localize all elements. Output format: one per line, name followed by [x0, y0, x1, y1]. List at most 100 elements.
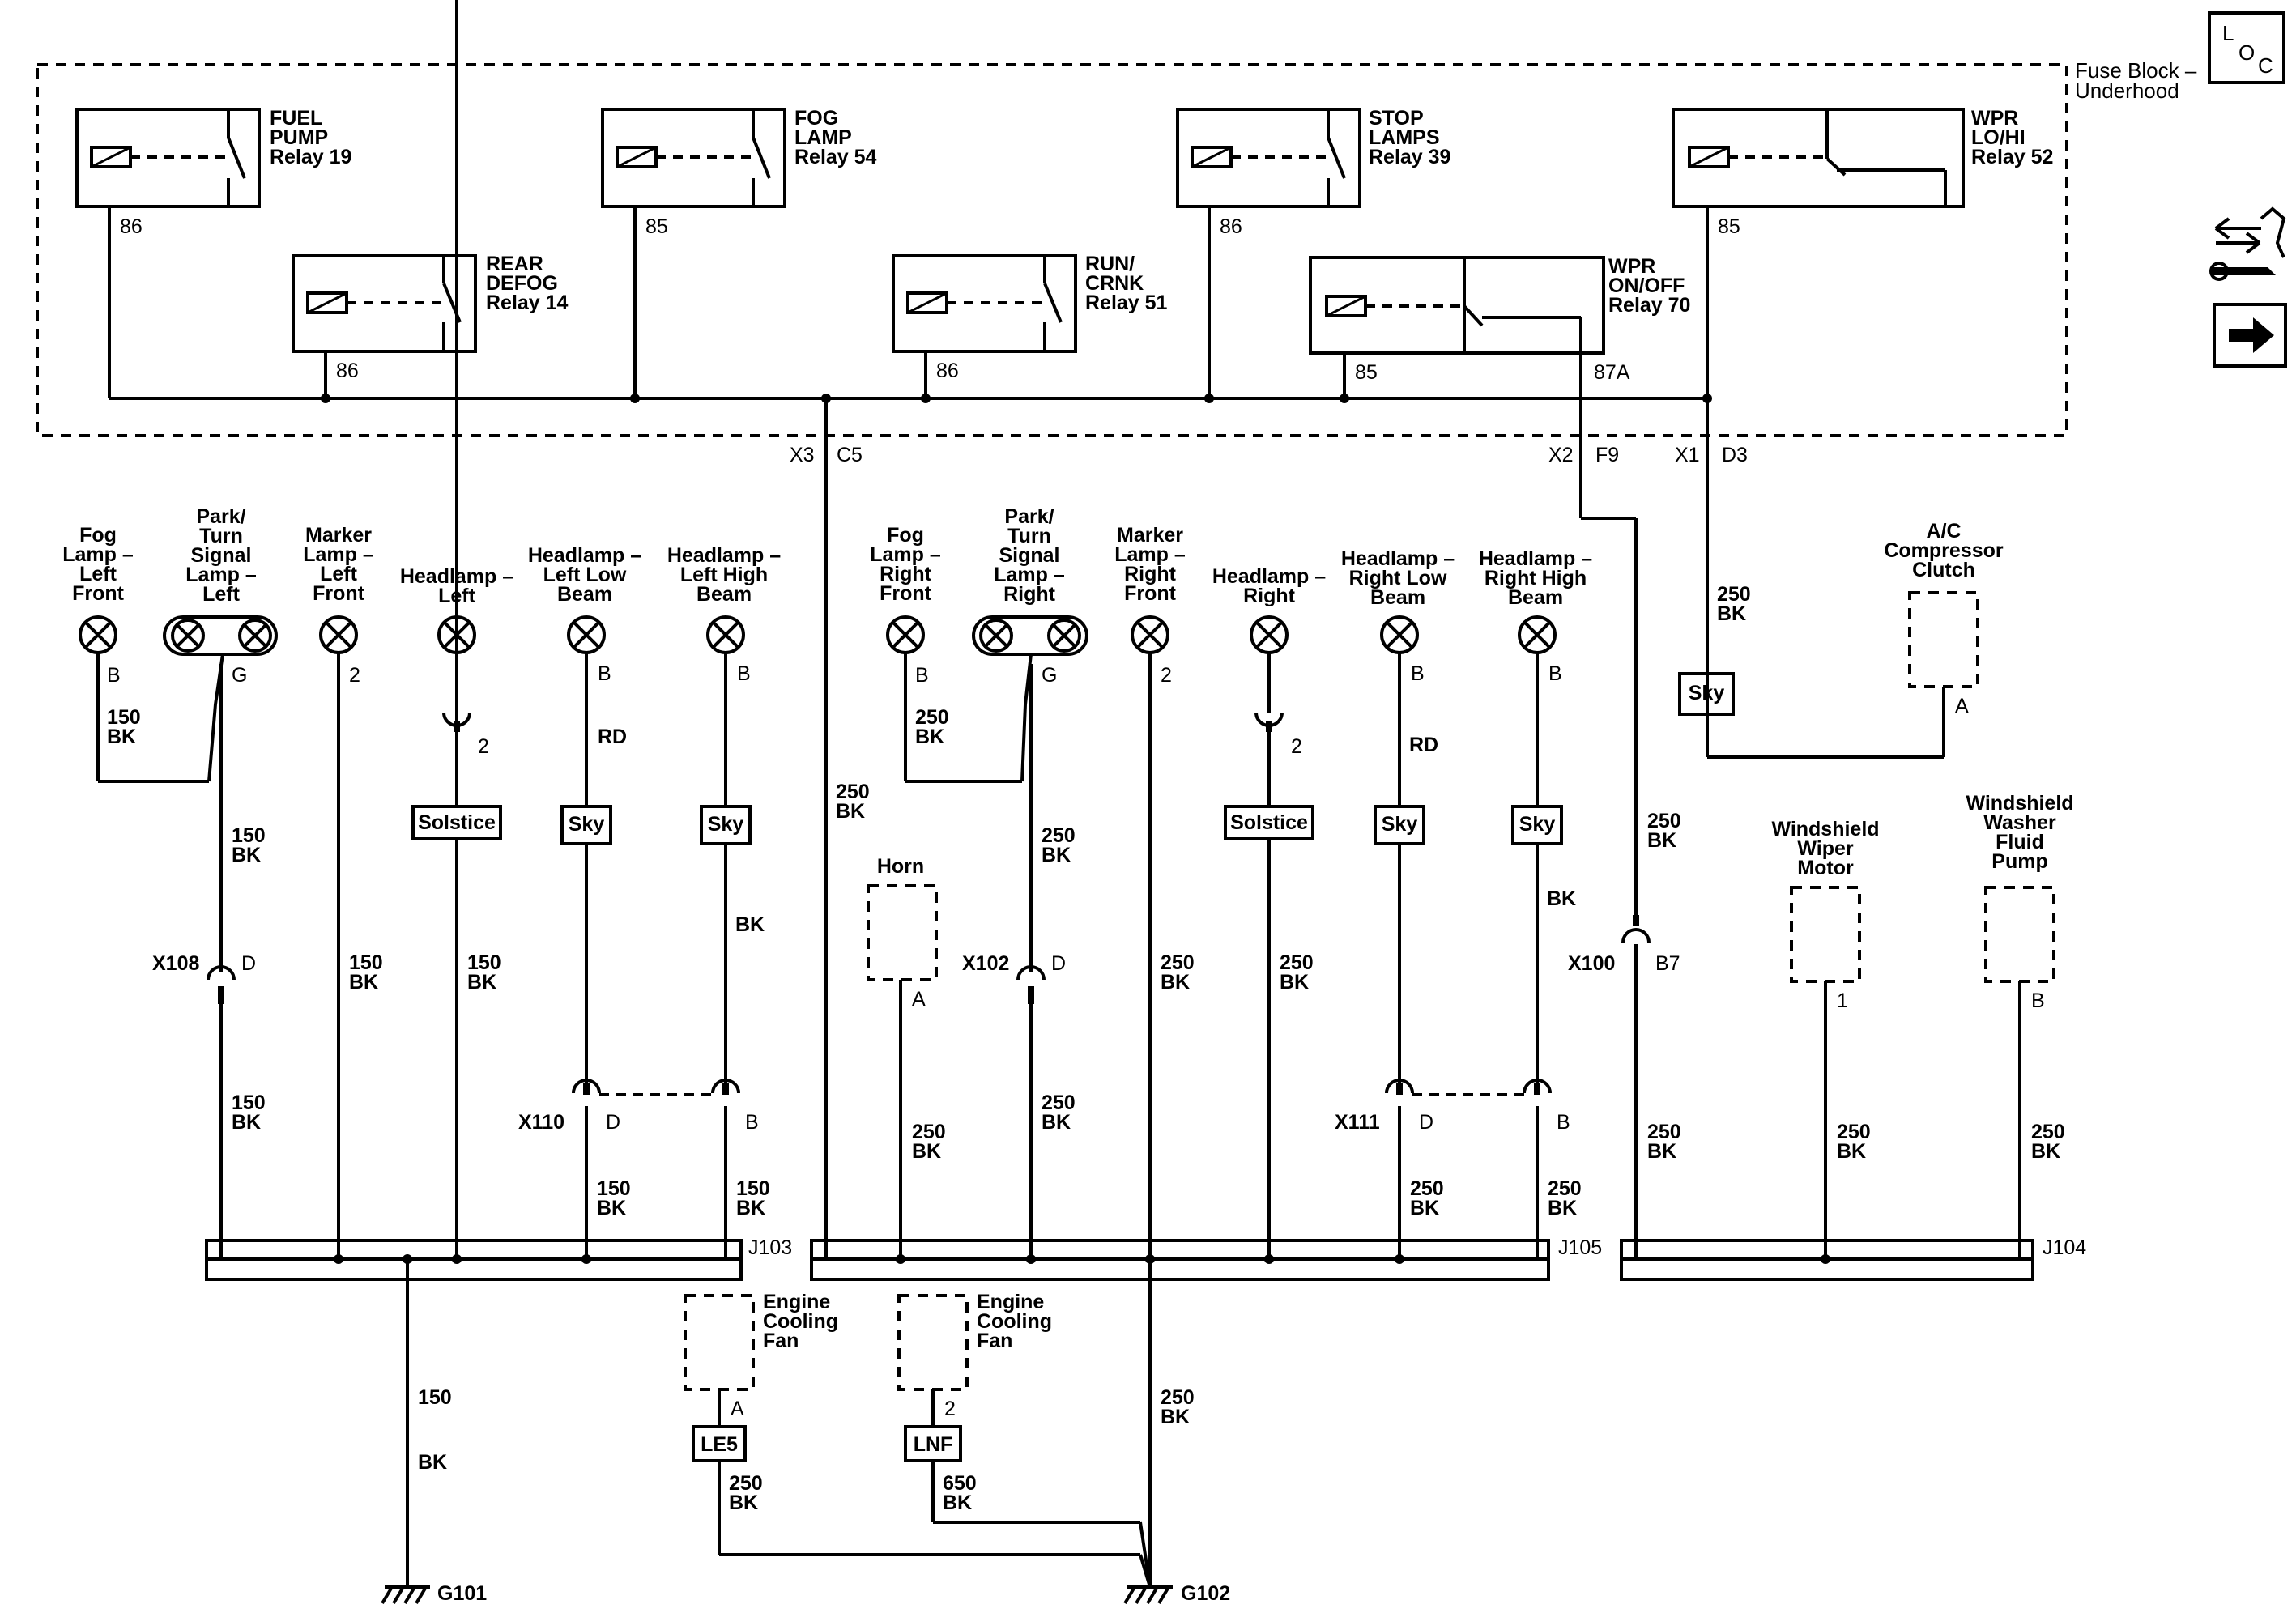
- svg-text:Windshield: Windshield: [1771, 818, 1879, 840]
- svg-text:BK: BK: [418, 1451, 447, 1474]
- svg-text:Motor: Motor: [1797, 857, 1854, 879]
- svg-text:Engine: Engine: [977, 1291, 1044, 1313]
- relay-label: Relay 70: [1608, 294, 1690, 317]
- relay-run-crnk: RUN/ CRNK Relay 51 86: [892, 253, 1168, 398]
- svg-text:J105: J105: [1558, 1236, 1602, 1259]
- svg-text:BK: BK: [1717, 602, 1746, 625]
- component-engine-cooling-fan-le5: Engine Cooling Fan A LE5 250 BK: [684, 1291, 1152, 1588]
- svg-text:150: 150: [597, 1177, 631, 1200]
- svg-text:G: G: [232, 664, 247, 687]
- svg-text:Front: Front: [313, 582, 365, 605]
- component-windshield-wiper-motor: Windshield Wiper Motor 1 250 BK: [1771, 818, 1880, 1259]
- svg-text:BK: BK: [1547, 887, 1576, 910]
- svg-text:G: G: [1042, 664, 1057, 687]
- svg-text:Sky: Sky: [1519, 813, 1556, 836]
- splice-dot: [630, 394, 640, 403]
- svg-text:Compressor: Compressor: [1884, 539, 2004, 562]
- connector-label: F9: [1595, 444, 1619, 466]
- relay-pin: 86: [120, 215, 143, 238]
- svg-text:Engine: Engine: [763, 1291, 830, 1313]
- svg-text:Fog: Fog: [887, 524, 924, 547]
- relay-label: Relay 14: [486, 291, 569, 314]
- svg-text:Pump: Pump: [1991, 850, 2047, 873]
- svg-text:O: O: [2238, 40, 2255, 65]
- relay-pin: 86: [1220, 215, 1242, 238]
- svg-text:BK: BK: [597, 1197, 626, 1219]
- svg-text:Fog: Fog: [79, 524, 117, 547]
- svg-text:250: 250: [1410, 1177, 1444, 1200]
- fan-icon: [897, 1294, 969, 1391]
- svg-text:BK: BK: [1410, 1197, 1439, 1219]
- component-windshield-washer-pump: Windshield Washer Fluid Pump B 250 BK: [1966, 792, 2074, 1259]
- svg-text:BK: BK: [232, 1111, 261, 1134]
- connector-repair-icon[interactable]: [2209, 206, 2286, 281]
- fuse-block-connectors: X3 C5 X2 F9 X1 D3: [790, 444, 1748, 466]
- svg-text:Sky: Sky: [1689, 682, 1725, 704]
- loc-icon[interactable]: L O C: [2208, 11, 2285, 84]
- relay-stop-lamps: STOP LAMPS Relay 39 86: [1176, 107, 1450, 398]
- relay-label: FOG: [794, 107, 838, 130]
- relay-label: LAMP: [794, 126, 852, 149]
- pump-icon: [1984, 886, 2055, 983]
- svg-text:Solstice: Solstice: [418, 811, 496, 834]
- horn-icon: [867, 884, 938, 981]
- relay-pin: 86: [336, 360, 359, 382]
- svg-text:Beam: Beam: [1370, 586, 1425, 609]
- svg-text:250: 250: [1280, 951, 1314, 974]
- svg-text:Horn: Horn: [877, 855, 924, 878]
- svg-text:Marker: Marker: [305, 524, 372, 547]
- connector-label: X1: [1675, 444, 1700, 466]
- relay-box: [292, 254, 477, 353]
- svg-text:150: 150: [232, 1091, 266, 1114]
- svg-text:250: 250: [1717, 583, 1751, 606]
- splice-dot: [1340, 394, 1349, 403]
- svg-text:Park/: Park/: [1004, 505, 1054, 528]
- svg-text:Headlamp –: Headlamp –: [528, 544, 641, 567]
- svg-text:Washer: Washer: [1983, 811, 2056, 834]
- svg-text:250: 250: [2031, 1121, 2065, 1143]
- svg-text:150: 150: [349, 951, 383, 974]
- component-headlamp-right-low-beam: Headlamp – Right Low Beam B RD Sky: [1341, 547, 1455, 1083]
- svg-text:BK: BK: [1280, 971, 1309, 994]
- svg-text:A: A: [912, 988, 926, 1011]
- svg-text:BK: BK: [729, 1491, 758, 1514]
- component-headlamp-left-high-beam: Headlamp – Left High Beam B Sky BK: [667, 544, 781, 1083]
- svg-text:D: D: [606, 1111, 620, 1134]
- svg-text:X102: X102: [962, 952, 1009, 975]
- svg-text:250: 250: [1161, 951, 1195, 974]
- component-ac-compressor-clutch: A/C Compressor Clutch A: [1884, 520, 2004, 717]
- relay-label: Relay 52: [1971, 146, 2053, 168]
- svg-text:1: 1: [1837, 989, 1848, 1012]
- svg-text:D: D: [1419, 1111, 1433, 1134]
- dual-lamp-icon: [163, 615, 278, 656]
- svg-text:BK: BK: [836, 800, 865, 823]
- motor-icon: [1790, 886, 1861, 983]
- svg-text:BK: BK: [1647, 1140, 1676, 1163]
- svg-text:Fan: Fan: [977, 1330, 1012, 1352]
- svg-text:RD: RD: [598, 726, 627, 748]
- relay-box: [1672, 108, 1965, 208]
- svg-text:X111: X111: [1335, 1111, 1380, 1134]
- connector-label: C5: [837, 444, 863, 466]
- splice-pack-j104: J104: [1620, 1236, 2086, 1281]
- relay-label: LO/HI: [1971, 126, 2026, 149]
- svg-text:Cooling: Cooling: [763, 1310, 838, 1333]
- relay-pin: 87A: [1594, 361, 1630, 384]
- svg-text:Left: Left: [320, 563, 358, 585]
- inline-connector-x111: X111 D B: [1335, 1079, 1570, 1134]
- svg-text:Right: Right: [1124, 563, 1177, 585]
- svg-text:Right Low: Right Low: [1349, 567, 1447, 589]
- arrow-right-icon[interactable]: [2213, 303, 2287, 368]
- relay-label: RUN/: [1085, 253, 1135, 275]
- svg-text:150: 150: [467, 951, 501, 974]
- svg-text:Sky: Sky: [569, 813, 605, 836]
- inline-connector-x110: X110 D B: [518, 1079, 759, 1134]
- component-headlamp-right-high-beam: Headlamp – Right High Beam B Sky BK: [1479, 547, 1592, 1083]
- svg-text:Sky: Sky: [708, 813, 744, 836]
- svg-text:BK: BK: [1161, 971, 1190, 994]
- svg-text:250: 250: [1042, 1091, 1076, 1114]
- svg-text:Beam: Beam: [557, 583, 612, 606]
- svg-text:A/C: A/C: [1926, 520, 1961, 543]
- svg-text:G102: G102: [1181, 1582, 1230, 1605]
- svg-text:Fluid: Fluid: [1996, 831, 2044, 853]
